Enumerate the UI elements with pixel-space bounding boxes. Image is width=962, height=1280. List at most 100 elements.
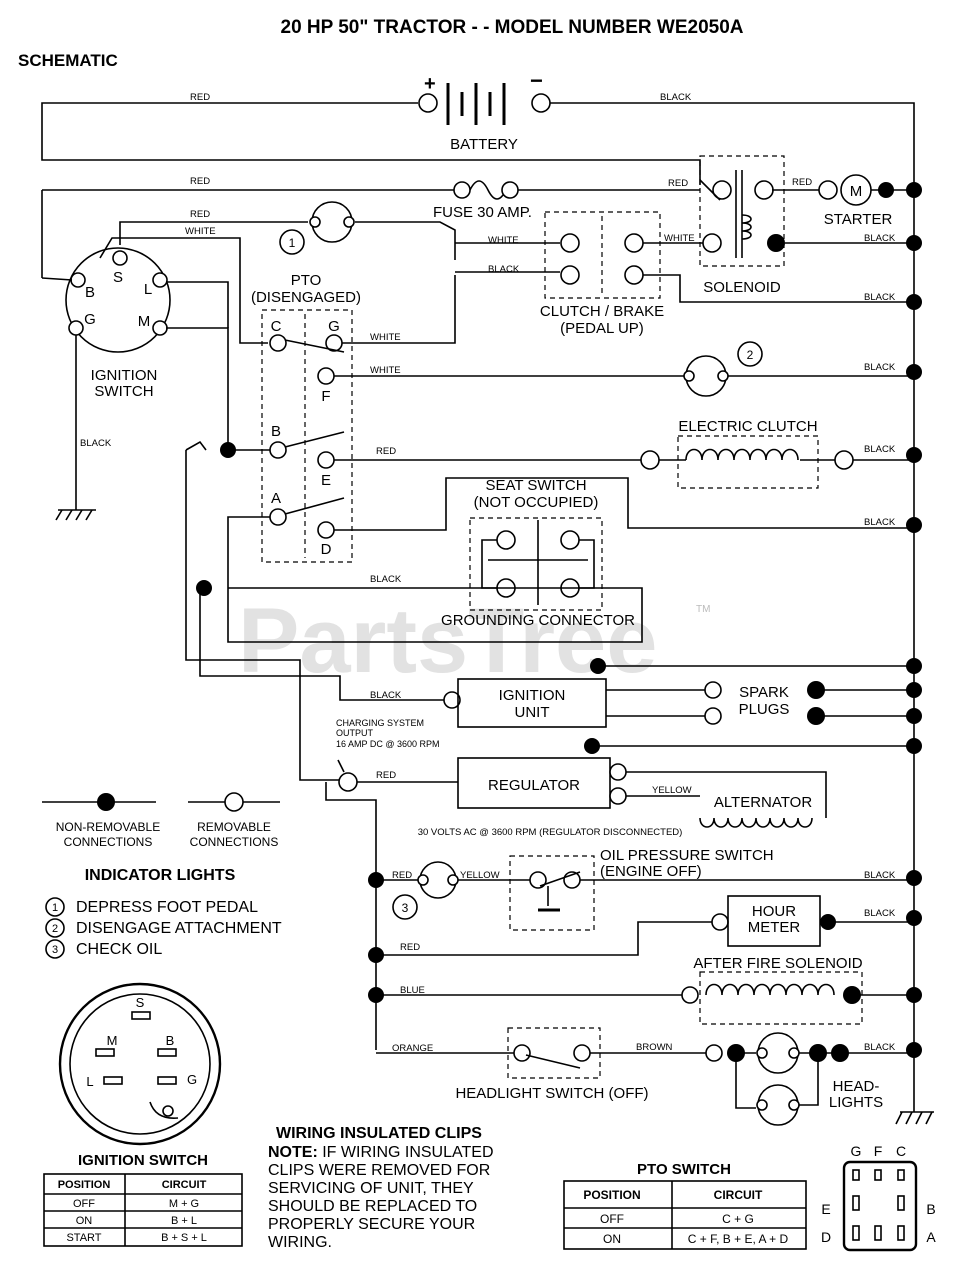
pto-face-c: C	[896, 1143, 906, 1159]
oil-switch-label: OIL PRESSURE SWITCH	[600, 847, 774, 864]
svg-text:NOTE: IF WIRING INSULATED: NOTE: IF WIRING INSULATED	[268, 1144, 494, 1161]
wire-label: BLACK	[370, 690, 402, 701]
wire-label: BLACK	[864, 1042, 896, 1053]
hour-meter-label-2: METER	[748, 919, 801, 936]
indicator-text: DEPRESS FOOT PEDAL	[76, 899, 258, 916]
pto-term-c: C	[271, 318, 282, 335]
schematic-label: SCHEMATIC	[18, 51, 118, 70]
hour-meter: RED HOUR METER BLACK	[368, 895, 914, 963]
hour-meter-label: HOUR	[752, 903, 796, 920]
indicator-light-1: 1 RED	[119, 201, 456, 260]
ign-table-cell: START	[66, 1232, 101, 1244]
wire-label: RED	[668, 178, 688, 189]
ignition-unit-label-2: UNIT	[515, 704, 550, 721]
page-title: 20 HP 50" TRACTOR - - MODEL NUMBER WE205…	[281, 17, 744, 38]
connection-legend: NON-REMOVABLE CONNECTIONS REMOVABLE CONN…	[42, 792, 280, 849]
starter-motor-symbol: M	[850, 183, 863, 200]
pto-term-b: B	[271, 423, 281, 440]
pto-label: PTO	[291, 272, 322, 289]
wire-label: BLACK	[660, 92, 692, 103]
legend-removable: REMOVABLE	[197, 820, 271, 834]
clips-heading: WIRING INSULATED CLIPS	[276, 1125, 482, 1142]
after-fire-solenoid: BLUE AFTER FIRE SOLENOID	[368, 955, 914, 1025]
face-term-l: L	[86, 1074, 93, 1089]
battery-label: BATTERY	[450, 136, 518, 153]
indicator-num: 3	[52, 944, 58, 956]
spark-plugs-label: SPARK	[739, 684, 789, 701]
pto-face-b: B	[926, 1201, 935, 1217]
starter: M STARTER	[818, 174, 914, 228]
pto-face-e: E	[821, 1201, 830, 1217]
ign-table-cell: B + S + L	[161, 1232, 207, 1244]
note-line: CLIPS WERE REMOVED FOR	[268, 1162, 490, 1179]
pto-face-g: G	[851, 1143, 862, 1159]
wire-label: BLACK	[864, 233, 896, 244]
wire-label: RED	[792, 177, 812, 188]
ignition-switch-label: IGNITION	[91, 367, 158, 384]
starter-label: STARTER	[824, 211, 893, 228]
pto-face-a: A	[926, 1229, 936, 1245]
ignition-unit-label: IGNITION	[499, 687, 566, 704]
pto-table-heading: PTO SWITCH	[637, 1161, 731, 1178]
fuse-label: FUSE 30 AMP.	[433, 204, 532, 221]
face-term-g: G	[187, 1072, 197, 1087]
wire-label: RED	[376, 770, 396, 781]
watermark-trademark: TM	[696, 604, 710, 615]
ignition-switch-face: S M B L G	[58, 982, 222, 1146]
ign-table-heading: IGNITION SWITCH	[78, 1152, 208, 1169]
oil-pressure-circuit: RED 3 YELLOW OIL PRESSURE SWITCH (ENGINE…	[368, 847, 914, 931]
seat-switch-sub: (NOT OCCUPIED)	[474, 494, 599, 511]
circled-number: 3	[402, 901, 409, 915]
ign-table-cell: B + L	[171, 1215, 197, 1227]
ign-table-cell: OFF	[73, 1198, 95, 1210]
wire-label: BLACK	[864, 517, 896, 528]
grounding-connector-label: GROUNDING CONNECTOR	[441, 612, 635, 629]
ac-note: 30 VOLTS AC @ 3600 RPM (REGULATOR DISCON…	[418, 827, 683, 838]
legend-nonremovable: NON-REMOVABLE	[56, 820, 160, 834]
pto-term-e: E	[321, 472, 331, 489]
ignition-switch: S B L G M IGNITION SWITCH BLACK	[41, 247, 236, 521]
pto-table-col: POSITION	[583, 1188, 640, 1202]
pto-connector-face: G F C E D B A	[821, 1143, 936, 1252]
note-line: PROPERLY SECURE YOUR	[268, 1216, 475, 1233]
solenoid: SOLENOID RED BLACK	[699, 155, 914, 296]
wire-label: RED	[190, 176, 210, 187]
circled-number: 1	[289, 236, 296, 250]
wire-label: RED	[190, 209, 210, 220]
headlights-label: HEAD-	[833, 1078, 880, 1095]
battery-positive: +	[424, 73, 436, 95]
pto-table-cell: C + F, B + E, A + D	[688, 1232, 789, 1246]
fuse: FUSE 30 AMP. RED RED	[41, 176, 700, 278]
after-fire-label: AFTER FIRE SOLENOID	[693, 955, 862, 972]
circled-number: 2	[747, 348, 754, 362]
wire-label: BLACK	[80, 438, 112, 449]
wire-label: YELLOW	[460, 870, 500, 881]
clutch-brake-label: CLUTCH / BRAKE	[540, 303, 664, 320]
pto-table-cell: C + G	[722, 1212, 754, 1226]
legend-nonremovable-2: CONNECTIONS	[64, 835, 153, 849]
note-line: SHOULD BE REPLACED TO	[268, 1198, 477, 1215]
note-label: NOTE:	[268, 1144, 318, 1161]
wire-label: BLACK	[864, 908, 896, 919]
wire-label: YELLOW	[652, 785, 692, 796]
solenoid-label: SOLENOID	[703, 279, 781, 296]
pto-table-cell: OFF	[600, 1212, 624, 1226]
wire-label: RED	[392, 870, 412, 881]
bus-connections	[906, 182, 922, 1058]
wire-label: BLACK	[864, 444, 896, 455]
pto-term-g: G	[328, 318, 340, 335]
face-term-s: S	[136, 995, 145, 1010]
regulator-label: REGULATOR	[488, 777, 580, 794]
spark-plugs-label-2: PLUGS	[739, 701, 790, 718]
wire-label: BLUE	[400, 985, 425, 996]
pto-face-d: D	[821, 1229, 831, 1245]
wire-label: WHITE	[488, 235, 519, 246]
charging-label: CHARGING SYSTEM	[336, 718, 424, 728]
ground-bus	[542, 102, 934, 1125]
oil-switch-sub: (ENGINE OFF)	[600, 863, 702, 880]
wire-label: BROWN	[636, 1042, 673, 1053]
wire-label: BLACK	[864, 362, 896, 373]
face-term-b: B	[166, 1033, 175, 1048]
clips-note: WIRING INSULATED CLIPS NOTE: IF WIRING I…	[268, 1125, 494, 1251]
seat-switch-label: SEAT SWITCH	[485, 477, 586, 494]
